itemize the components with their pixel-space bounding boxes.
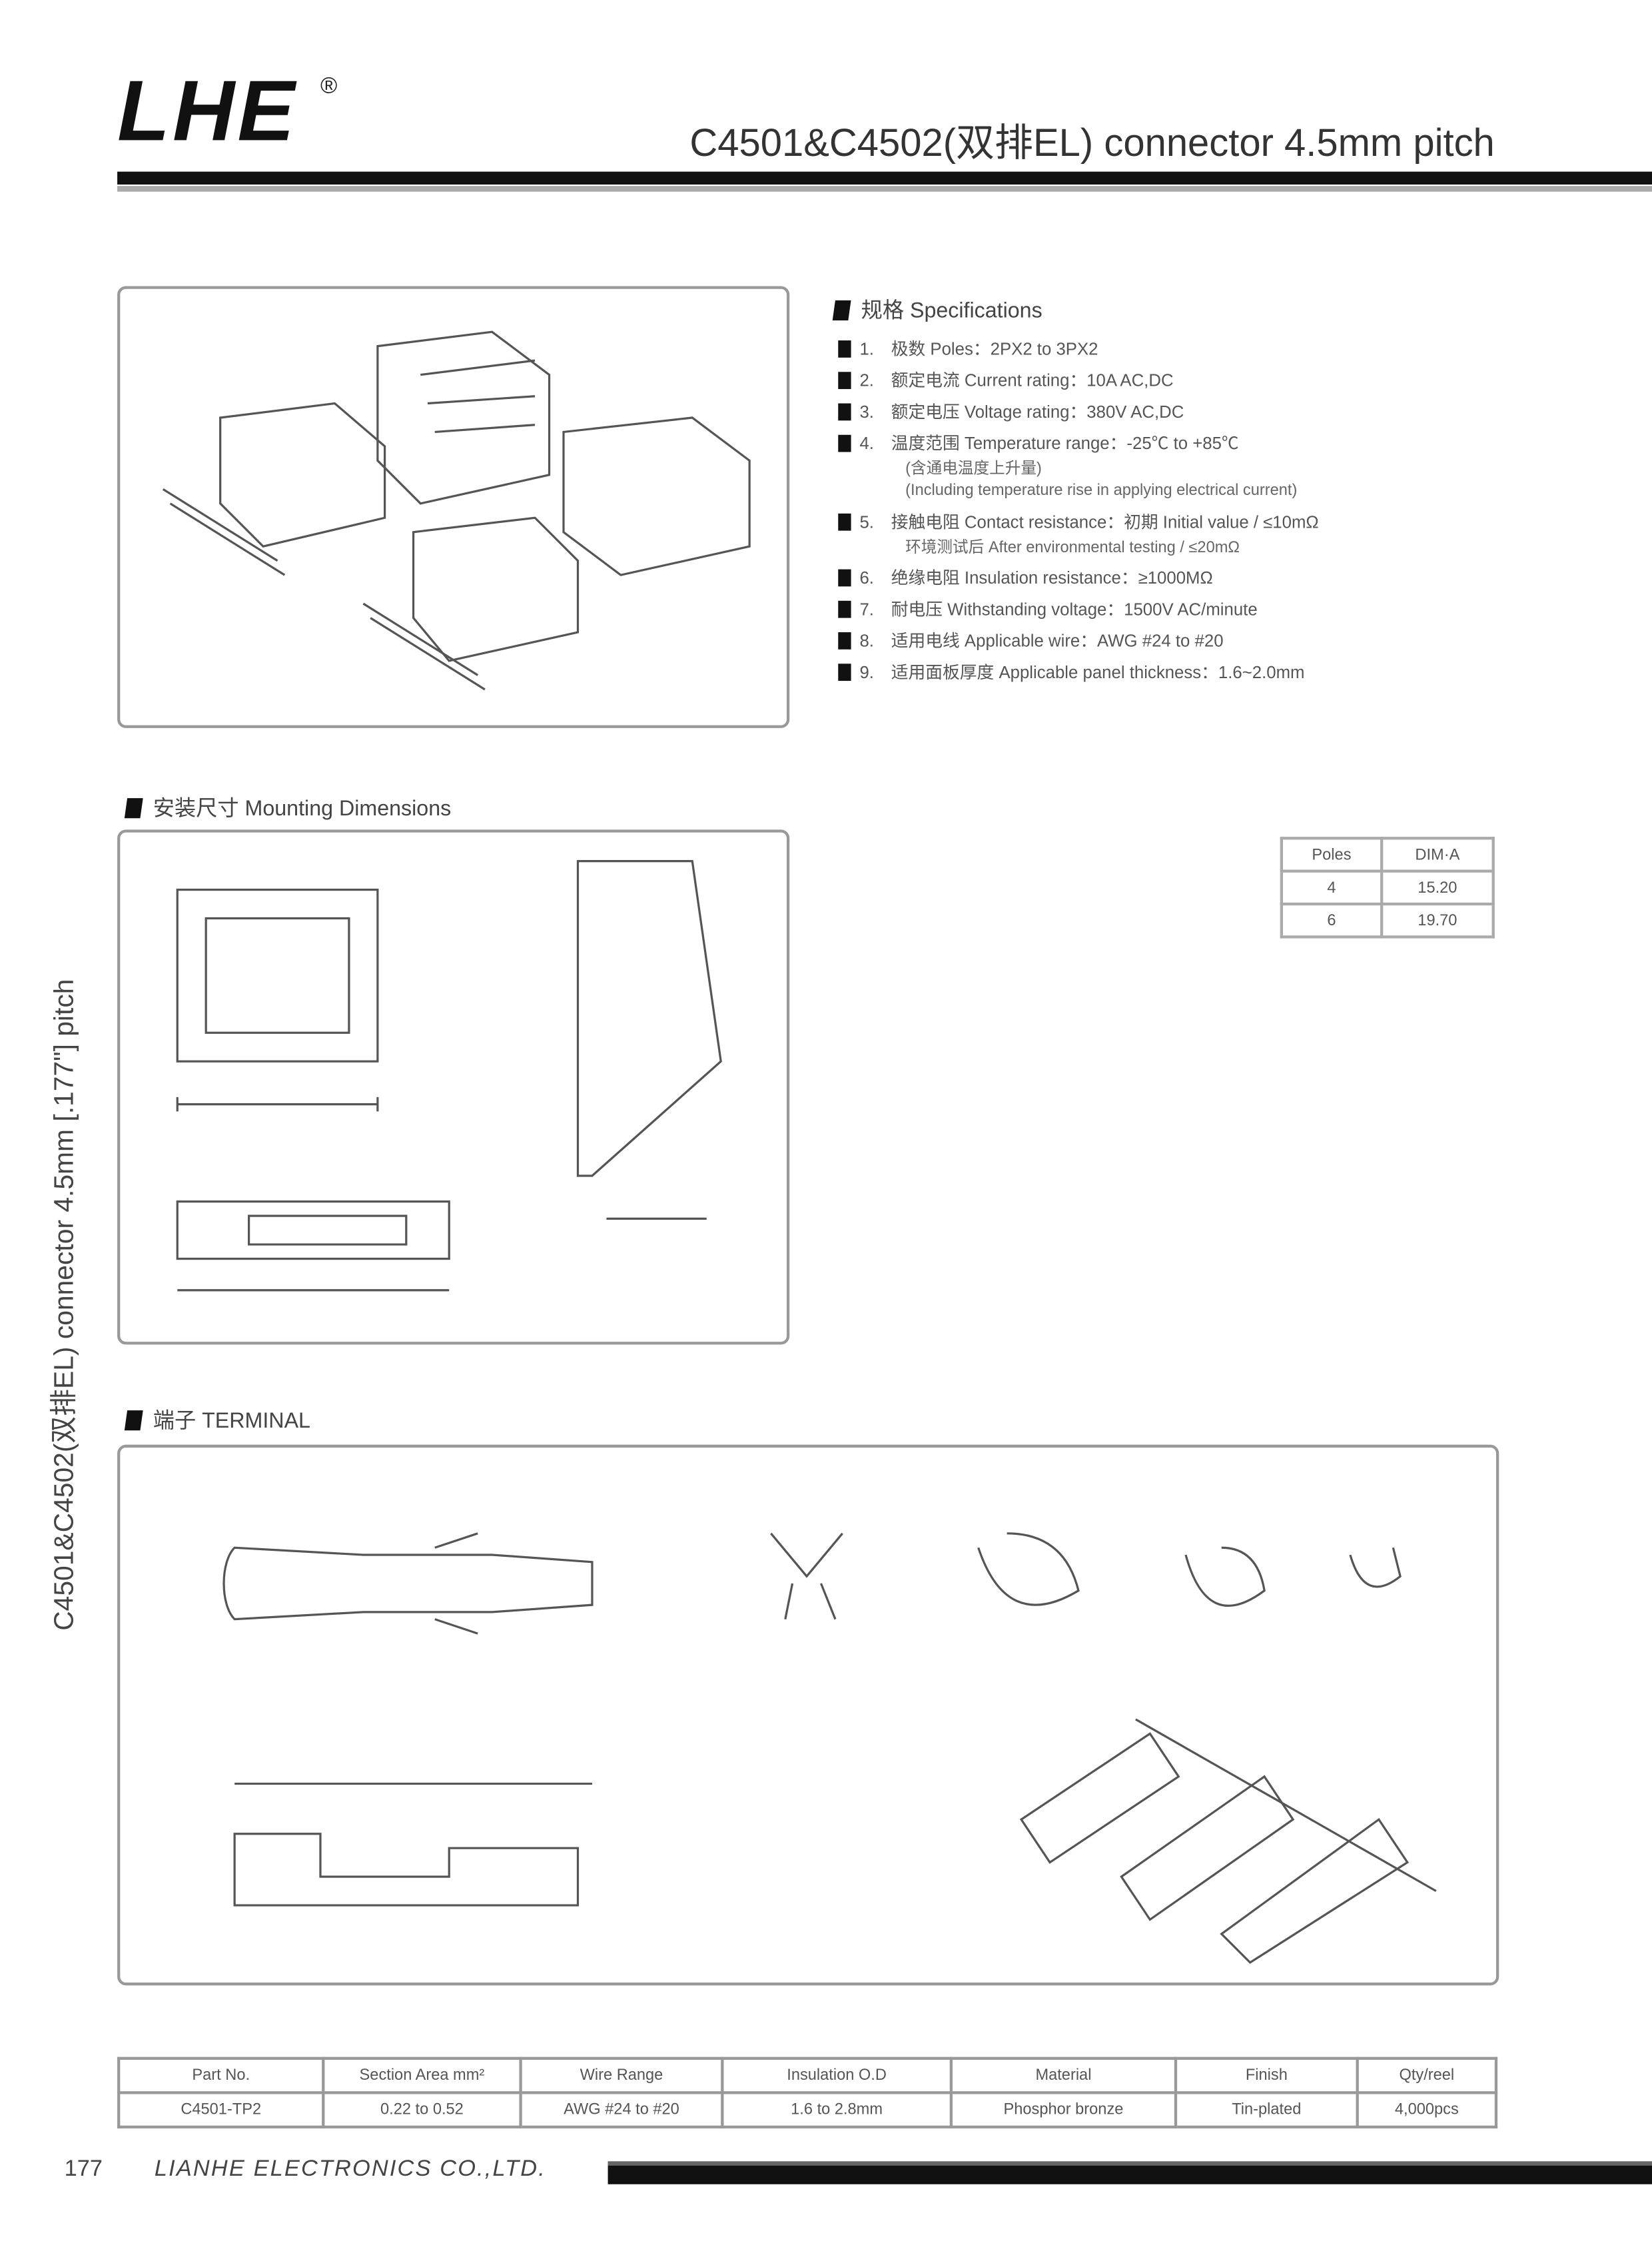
spec-num: 5. bbox=[859, 512, 874, 532]
spec-item: 2. 额定电流 Current rating：10A AC,DC bbox=[838, 368, 1174, 392]
spec-note: (Including temperature rise in applying … bbox=[905, 482, 1298, 500]
bullet-icon bbox=[838, 513, 851, 531]
terminal-heading: 端子 TERMINAL bbox=[124, 1405, 310, 1435]
header-rule-shadow bbox=[117, 186, 1652, 192]
spec-item: 1. 极数 Poles：2PX2 to 3PX2 bbox=[838, 336, 1098, 361]
spec-text: 额定电流 Current rating：10A AC,DC bbox=[891, 370, 1174, 391]
spec-num: 6. bbox=[859, 568, 874, 588]
spec-item: 4. 温度范围 Temperature range：-25℃ to +85℃ bbox=[838, 430, 1239, 455]
spec-text: 温度范围 Temperature range：-25℃ to +85℃ bbox=[891, 433, 1239, 454]
spec-text: 极数 Poles：2PX2 to 3PX2 bbox=[891, 338, 1098, 359]
mounting-heading-text: 安装尺寸 Mounting Dimensions bbox=[153, 796, 452, 821]
table-header-cell: Material bbox=[949, 2056, 1178, 2094]
bullet-icon bbox=[838, 372, 851, 390]
mounting-heading: 安装尺寸 Mounting Dimensions bbox=[124, 793, 452, 823]
registered-mark: ® bbox=[320, 74, 338, 99]
spec-note: 环境测试后 After environmental testing / ≤20m… bbox=[905, 539, 1240, 557]
table-header-cell: Poles bbox=[1280, 837, 1384, 873]
table-row: C4501-TP2 0.22 to 0.52 AWG #24 to #20 1.… bbox=[117, 2091, 1498, 2129]
table-cell: AWG #24 to #20 bbox=[519, 2091, 724, 2129]
mounting-dimension-drawing bbox=[176, 860, 722, 1292]
table-header-cell: Section Area mm² bbox=[322, 2056, 522, 2094]
spec-num: 9. bbox=[859, 662, 874, 683]
spec-text: 适用面板厚度 Applicable panel thickness：1.6~2.… bbox=[891, 662, 1305, 683]
table-header-cell: Qty/reel bbox=[1356, 2056, 1498, 2094]
company-name: LIANHE ELECTRONICS CO.,LTD. bbox=[154, 2156, 546, 2182]
spec-text: 绝缘电阻 Insulation resistance：≥1000MΩ bbox=[891, 568, 1213, 588]
spec-item: 9. 适用面板厚度 Applicable panel thickness：1.6~… bbox=[838, 660, 1305, 684]
spec-num: 4. bbox=[859, 433, 874, 454]
table-header-row: Part No. Section Area mm² Wire Range Ins… bbox=[117, 2056, 1498, 2094]
table-cell: C4501-TP2 bbox=[117, 2091, 325, 2129]
specifications-heading-text: 规格 Specifications bbox=[861, 298, 1042, 324]
table-header-cell: Wire Range bbox=[519, 2056, 724, 2094]
square-bullet-icon bbox=[124, 1410, 143, 1431]
product-image-box bbox=[117, 286, 790, 728]
bullet-icon bbox=[838, 664, 851, 681]
terminal-heading-text: 端子 TERMINAL bbox=[153, 1408, 310, 1434]
page-number: 177 bbox=[64, 2156, 103, 2182]
bullet-icon bbox=[838, 403, 851, 421]
spec-text: 适用电线 Applicable wire：AWG #24 to #20 bbox=[891, 630, 1224, 651]
bullet-icon bbox=[838, 569, 851, 587]
table-header-cell: Insulation O.D bbox=[721, 2056, 953, 2094]
spec-num: 2. bbox=[859, 370, 874, 391]
table-header-cell: DIM·A bbox=[1380, 837, 1495, 873]
spec-item: 8. 适用电线 Applicable wire：AWG #24 to #20 bbox=[838, 628, 1224, 653]
spec-item: 6. 绝缘电阻 Insulation resistance：≥1000MΩ bbox=[838, 565, 1213, 590]
table-cell: 4,000pcs bbox=[1356, 2091, 1498, 2129]
table-cell: 6 bbox=[1280, 902, 1384, 939]
connector-illustration bbox=[162, 330, 751, 691]
table-header-cell: Finish bbox=[1174, 2056, 1359, 2094]
footer-bar bbox=[608, 2161, 1652, 2184]
spec-item: 7. 耐电压 Withstanding voltage：1500V AC/minu… bbox=[838, 596, 1258, 621]
bullet-icon bbox=[838, 600, 851, 618]
table-cell: 1.6 to 2.8mm bbox=[721, 2091, 953, 2129]
spec-item: 3. 额定电压 Voltage rating：380V AC,DC bbox=[838, 399, 1184, 424]
spec-item: 5. 接触电阻 Contact resistance：初期 Initial val… bbox=[838, 509, 1319, 534]
specifications-heading: 规格 Specifications bbox=[832, 294, 1042, 324]
spec-num: 1. bbox=[859, 338, 874, 359]
header-rule bbox=[117, 171, 1652, 185]
side-label: C4501&C4502(双排EL) connector 4.5mm [.177"… bbox=[50, 979, 81, 1631]
table-cell: Phosphor bronze bbox=[949, 2091, 1178, 2129]
square-bullet-icon bbox=[124, 798, 143, 819]
spec-num: 8. bbox=[859, 630, 874, 651]
spec-num: 7. bbox=[859, 599, 874, 620]
table-header-cell: Part No. bbox=[117, 2056, 325, 2094]
spec-note: (含通电温度上升量) bbox=[905, 460, 1042, 478]
table-cell: 0.22 to 0.52 bbox=[322, 2091, 522, 2129]
brand-logo: LHE bbox=[117, 63, 298, 159]
spec-text: 耐电压 Withstanding voltage：1500V AC/minute bbox=[891, 599, 1258, 620]
spec-text: 额定电压 Voltage rating：380V AC,DC bbox=[891, 402, 1184, 422]
table-cell: Tin-plated bbox=[1174, 2091, 1359, 2129]
bullet-icon bbox=[838, 340, 851, 358]
terminal-drawing bbox=[222, 1532, 1437, 1965]
table-cell: 19.70 bbox=[1380, 902, 1495, 939]
square-bullet-icon bbox=[832, 300, 851, 320]
table-cell: 15.20 bbox=[1380, 869, 1495, 906]
part-table: Part No. Section Area mm² Wire Range Ins… bbox=[117, 2056, 1498, 2129]
bullet-icon bbox=[838, 632, 851, 650]
spec-text: 接触电阻 Contact resistance：初期 Initial value… bbox=[891, 512, 1319, 532]
bullet-icon bbox=[838, 434, 851, 452]
terminal-drawing-box bbox=[117, 1444, 1499, 1986]
page-title: C4501&C4502(双排EL) connector 4.5mm pitch bbox=[689, 121, 1495, 165]
table-cell: 4 bbox=[1280, 869, 1384, 906]
mounting-drawing-box bbox=[117, 829, 790, 1345]
spec-num: 3. bbox=[859, 402, 874, 422]
